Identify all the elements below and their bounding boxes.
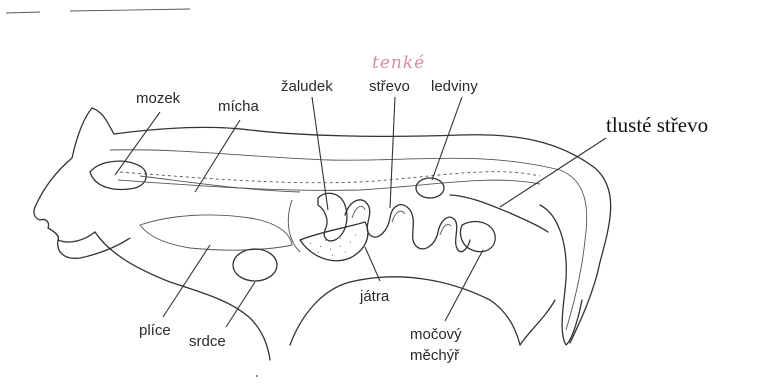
label-srdce: srdce [189, 333, 226, 350]
lungs-cavity [140, 215, 292, 250]
label-strevo: střevo [369, 78, 410, 95]
heart [233, 249, 277, 281]
label-tluste-strevo: tlusté střevo [606, 113, 708, 137]
label-plice: plíce [139, 322, 171, 339]
stomach [318, 193, 347, 241]
scan-speck [256, 375, 258, 377]
leader-mozek [115, 112, 160, 175]
scan-artifact-line [6, 9, 190, 13]
leader-jatra [365, 247, 380, 281]
label-jatra: játra [359, 288, 390, 305]
label-mechyr: měchýř [410, 347, 460, 364]
leader-strevo [390, 97, 395, 208]
bladder [460, 222, 495, 252]
liver [300, 222, 368, 261]
cat-body-outline [34, 108, 611, 360]
label-ledviny: ledviny [431, 78, 478, 95]
leader-ledviny [432, 97, 462, 180]
label-micha: mícha [218, 98, 260, 115]
large-intestine [450, 195, 548, 232]
label-mozek: mozek [136, 90, 181, 107]
leader-plice [163, 245, 210, 317]
diaphragm [288, 200, 300, 252]
label-mocovy: močový [410, 326, 462, 343]
label-tenke: tenké [372, 53, 425, 73]
kidney [416, 178, 444, 198]
leader-zaludek [312, 97, 328, 210]
leader-micha [195, 120, 240, 192]
leader-mocovy [445, 250, 483, 321]
label-zaludek: žaludek [281, 78, 333, 95]
